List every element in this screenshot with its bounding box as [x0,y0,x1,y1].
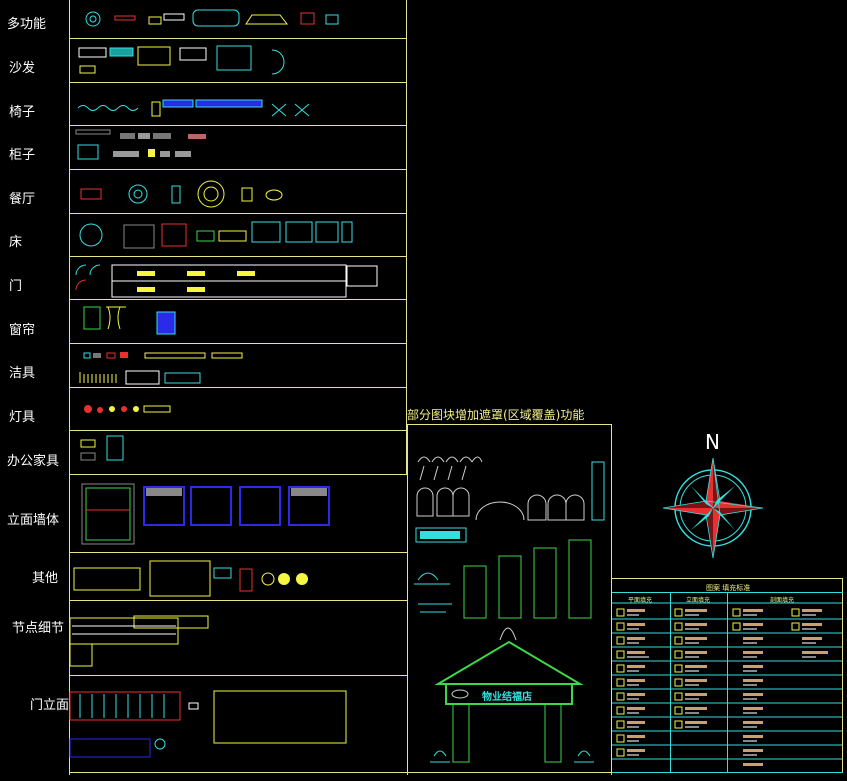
category-label-sofa[interactable]: 沙发 [9,61,36,76]
thumb-node-detail[interactable] [69,615,209,667]
legend-border [612,772,843,773]
thumb-lamp[interactable] [84,405,171,413]
thumb-cabinet[interactable] [75,129,206,160]
thumb-bed[interactable] [79,221,353,249]
category-label-other[interactable]: 其他 [32,571,59,586]
legend-col-elevation: 立面填充 [686,597,711,604]
legend-col-divider [727,592,728,772]
row-divider [69,299,407,300]
category-label-sanitary[interactable]: 洁具 [9,366,36,381]
thumb-multi[interactable] [85,9,339,27]
masking-border-left [407,424,408,775]
row-divider [69,387,407,388]
thumb-dining[interactable] [80,180,283,208]
thumb-door[interactable] [75,264,378,298]
gate-arch[interactable] [434,627,584,763]
row-divider [69,213,407,214]
catalog-right-border [406,0,407,475]
thumb-sofa[interactable] [78,45,285,75]
row-divider [69,82,407,83]
fountains-bottom[interactable] [430,750,594,763]
thumb-chair[interactable] [77,99,310,117]
category-label-door-elevation[interactable]: 门立面 [30,698,70,713]
category-label-curtain[interactable]: 窗帘 [9,323,36,338]
arched-windows[interactable] [416,487,585,521]
row-divider [69,675,407,676]
row-divider [69,552,407,553]
thumb-curtain[interactable] [83,306,176,335]
plant-ornaments[interactable] [417,456,483,481]
row-divider [69,169,407,170]
row-divider [69,256,407,257]
thumb-sanitary[interactable] [79,352,243,385]
fountain-left[interactable] [414,572,452,613]
legend-col-plan: 平面填充 [628,597,653,604]
row-divider [69,38,407,39]
category-label-dining[interactable]: 餐厅 [9,192,36,207]
category-label-lamp[interactable]: 灯具 [9,410,36,425]
category-label-cabinet[interactable]: 柜子 [9,148,36,163]
category-label-door[interactable]: 门 [9,279,23,294]
legend-border [612,578,843,579]
masking-border-right [611,424,612,775]
hatch-band[interactable] [415,527,467,543]
catalog-bottom-border [69,772,407,773]
legend-col-section: 剖面填充 [770,597,795,604]
thumb-door-elevation[interactable] [69,690,347,758]
category-label-chair[interactable]: 椅子 [9,105,36,120]
compass-north-label: N [705,430,720,454]
category-label-office[interactable]: 办公家具 [7,454,60,469]
category-label-bed[interactable]: 床 [9,235,23,250]
masking-border-top [407,424,612,425]
thumb-other[interactable] [73,560,308,597]
row-divider [69,343,407,344]
masking-border-bottom [407,772,612,773]
category-label-node-detail[interactable]: 节点细节 [12,621,65,636]
category-label-multi[interactable]: 多功能 [7,17,47,32]
row-divider [69,125,407,126]
gate-sign-text: 物业结福店 [482,692,532,703]
legend-border [842,578,843,773]
compass-icon [662,457,764,559]
legend-title: 图案 填充标准 [706,584,751,592]
masking-caption: 部分图块增加遮罩(区域覆盖)功能 [407,408,585,422]
column-right[interactable] [591,461,605,521]
thumb-elevation-wall[interactable] [81,483,330,545]
row-divider [69,430,407,431]
legend-col-divider [670,592,671,772]
row-divider [69,600,407,601]
column-row[interactable] [463,539,592,619]
category-label-elevation-wall[interactable]: 立面墙体 [7,513,60,528]
thumb-office[interactable] [80,435,124,461]
row-divider [69,474,407,475]
